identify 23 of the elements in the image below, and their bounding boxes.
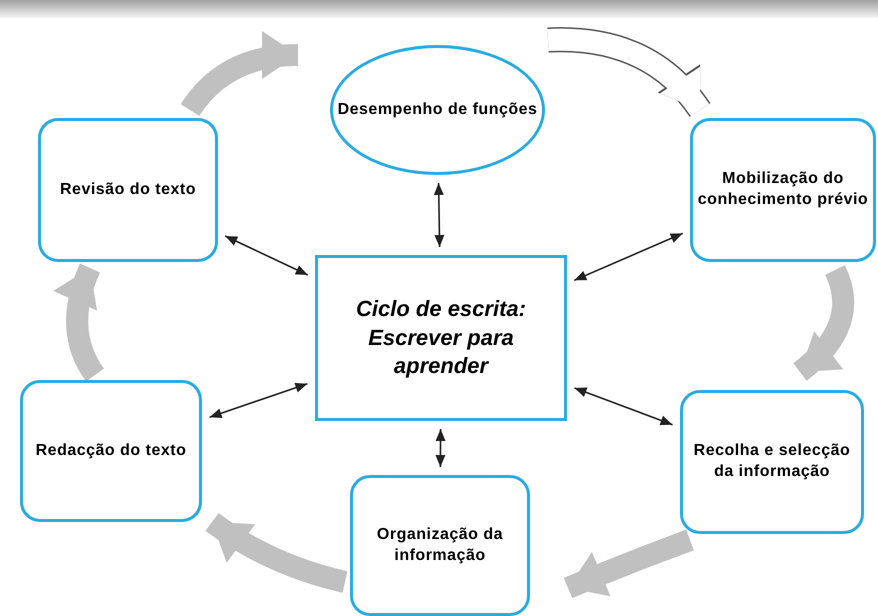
node-text: Mobilização do conhecimento prévio	[697, 169, 869, 210]
process-box	[690, 118, 876, 262]
curved-arrow	[564, 530, 694, 598]
node-text: Ciclo de escrita: Escrever para aprender	[355, 295, 527, 380]
node-text: Redacção do texto	[36, 440, 186, 461]
process-box	[350, 475, 530, 616]
center-box	[315, 255, 567, 421]
node-text: Recolha e selecção da informação	[692, 441, 852, 482]
curved-arrow	[206, 513, 348, 593]
double-arrow	[209, 382, 308, 418]
double-arrow	[224, 235, 308, 276]
process-box	[20, 380, 202, 522]
process-box	[680, 390, 864, 534]
double-arrow	[434, 182, 444, 248]
double-arrow	[574, 232, 684, 282]
double-arrow	[435, 429, 446, 467]
node-text: Revisão do texto	[60, 180, 196, 200]
process-box	[38, 118, 218, 262]
curved-arrow	[548, 27, 710, 118]
curved-arrow	[54, 264, 104, 382]
double-arrow	[574, 387, 673, 426]
node-text: Desempenho de funções	[338, 100, 538, 120]
node-text: Organização da informação	[376, 524, 504, 566]
